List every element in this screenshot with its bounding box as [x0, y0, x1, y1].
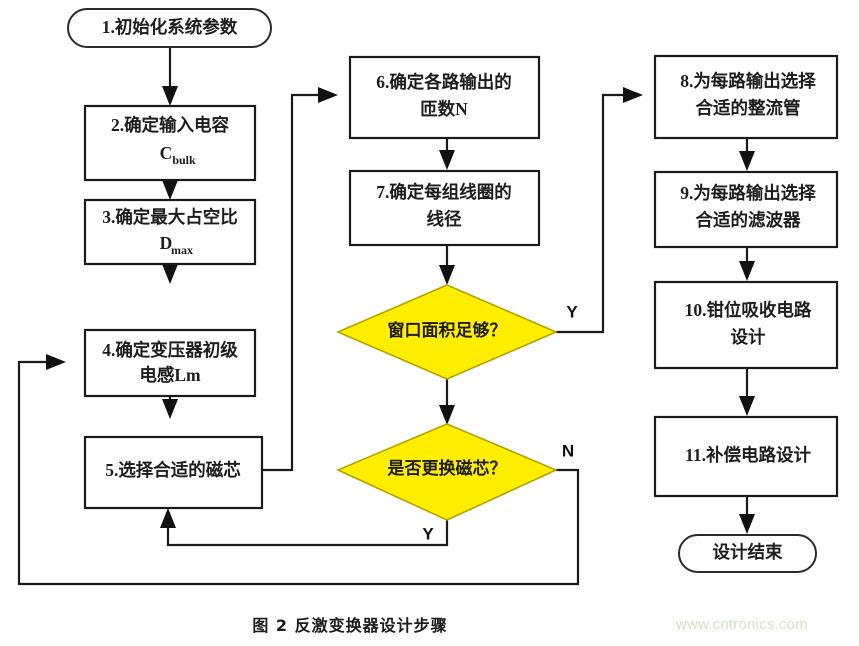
end-shape [678, 534, 817, 573]
step6-label-line1: 6.确定各路输出的 [376, 72, 512, 92]
step6-label-line2: 匝数N [420, 99, 468, 119]
step8-label-line2: 合适的整流管 [696, 98, 801, 118]
arrow-head-step11-to-end [739, 514, 755, 534]
arrow-head-start-to-step2 [162, 86, 178, 106]
step7-shape [348, 169, 541, 247]
step9-shape [653, 170, 839, 249]
step10-shape [653, 280, 839, 370]
arrow-head-step6-to-step7 [439, 150, 455, 170]
arrow-head-step3-to-step4 [162, 264, 178, 284]
node-step11[interactable]: 11.补偿电路设计 [653, 415, 839, 498]
step9-label-line1: 9.为每路输出选择 [680, 183, 816, 203]
step2-label-subscript: bulk [172, 153, 196, 167]
arrow-head-step5-to-step6 [318, 87, 338, 103]
end-label: 设计结束 [713, 542, 783, 562]
step7-label-line2: 线径 [427, 209, 462, 229]
arrow-head-decision1-yes-to-step8 [623, 87, 643, 103]
branch-label-decision1-yes: Y [566, 302, 578, 321]
step3-shape [83, 198, 257, 266]
decision2-shape [336, 423, 558, 521]
step5-label-line1: 5.选择合适的磁芯 [105, 460, 241, 480]
connector-layer [17, 46, 755, 586]
start-shape [67, 8, 272, 48]
arrow-head-step10-to-step11 [739, 396, 755, 416]
arrow-head-step8-to-step9 [739, 151, 755, 171]
node-start[interactable]: 1.初始化系统参数 [67, 8, 272, 48]
step4-label-line1: 4.确定变压器初级 [102, 340, 238, 360]
step10-label-line2: 设计 [731, 327, 766, 347]
decision1-label: 窗口面积足够？ [388, 320, 507, 340]
arrow-head-step9-to-step10 [739, 261, 755, 281]
step2-label-line2: C [160, 143, 173, 163]
node-step2[interactable]: 2.确定输入电容 C bulk [83, 104, 257, 182]
connector-decision1-yes-to-step8 [556, 93, 629, 334]
arrow-head-step7-to-decision1 [439, 265, 455, 285]
step11-shape [653, 415, 839, 498]
step2-shape [83, 104, 257, 182]
figure-caption: 图 2 反激变换器设计步骤 [252, 616, 448, 635]
branch-label-decision2-yes: Y [422, 524, 434, 543]
decision2-label: 是否更换磁芯？ [388, 458, 507, 478]
node-step9[interactable]: 9.为每路输出选择 合适的滤波器 [653, 170, 839, 249]
step10-label-line1: 10.钳位吸收电路 [685, 300, 812, 320]
step7-label-line1: 7.确定每组线圈的 [376, 182, 512, 202]
step4-shape [83, 328, 257, 398]
step9-label-line2: 合适的滤波器 [696, 210, 801, 230]
node-step10[interactable]: 10.钳位吸收电路 设计 [653, 280, 839, 370]
step3-label-line1: 3.确定最大占空比 [102, 207, 238, 227]
connector-decision2-no-to-step4 [17, 360, 580, 586]
arrow-head-step4-to-step5 [162, 399, 178, 419]
step11-label-line1: 11.补偿电路设计 [685, 445, 811, 465]
node-step4[interactable]: 4.确定变压器初级 电感Lm [83, 328, 257, 398]
node-step7[interactable]: 7.确定每组线圈的 线径 [348, 169, 541, 247]
step8-shape [653, 54, 839, 140]
connector-step5-to-step6 [262, 93, 324, 472]
step4-label-line2: 电感Lm [139, 365, 201, 385]
arrow-head-decision2-yes-to-step5 [160, 508, 176, 528]
node-step8[interactable]: 8.为每路输出选择 合适的整流管 [653, 54, 839, 140]
arrow-head-decision1-to-decision2 [439, 405, 455, 425]
node-decision1[interactable]: 窗口面积足够？ [335, 284, 559, 380]
node-decision2[interactable]: 是否更换磁芯？ [336, 423, 558, 521]
node-step6[interactable]: 6.确定各路输出的 匝数N [348, 55, 541, 140]
connector-decision2-yes-to-step5 [166, 520, 449, 547]
start-label: 1.初始化系统参数 [102, 17, 238, 37]
branch-label-decision2-no: N [562, 441, 574, 460]
step3-label-line2: D [160, 233, 173, 253]
node-step5[interactable]: 5.选择合适的磁芯 [83, 435, 264, 510]
arrow-head-decision2-no-to-step4 [46, 354, 66, 370]
site-watermark: www.cntronics.com [676, 616, 808, 633]
step5-shape [83, 435, 264, 510]
decision1-shape [335, 284, 559, 380]
node-step3[interactable]: 3.确定最大占空比 D max [83, 198, 257, 266]
node-end[interactable]: 设计结束 [678, 534, 817, 573]
step8-label-line1: 8.为每路输出选择 [680, 71, 816, 91]
arrow-head-step2-to-step3 [162, 180, 178, 200]
step3-label-subscript: max [171, 243, 193, 257]
step6-shape [348, 55, 541, 140]
step2-label-line1: 2.确定输入电容 [111, 115, 230, 135]
